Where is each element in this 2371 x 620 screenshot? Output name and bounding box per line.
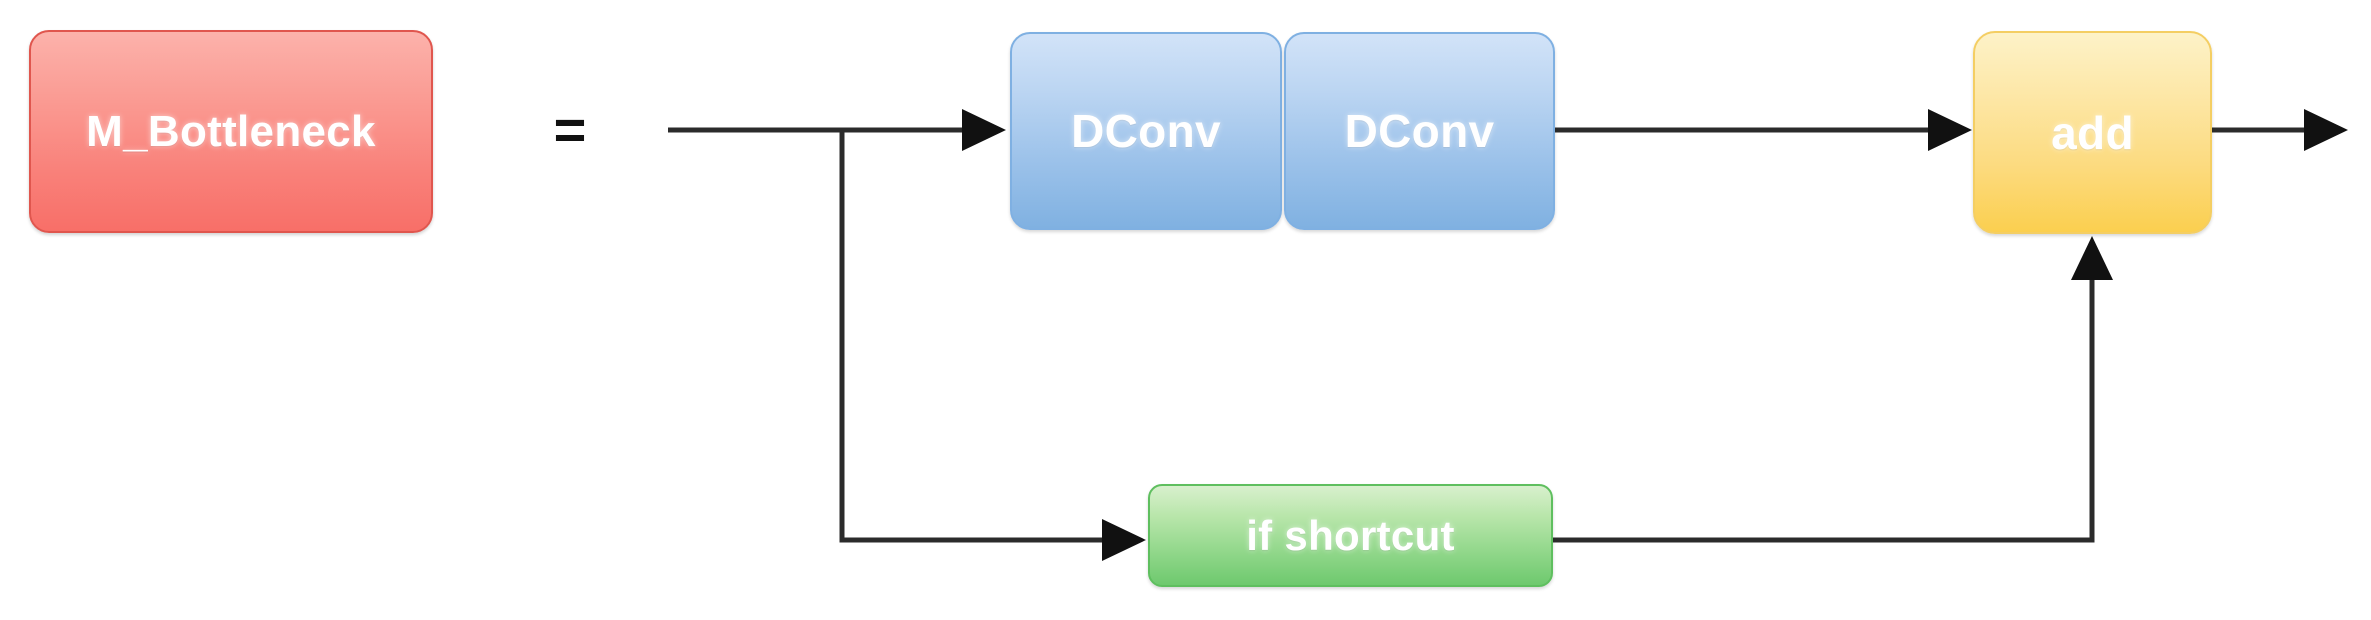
arrow-head-icon	[1928, 109, 1972, 151]
node-if-shortcut[interactable]: if shortcut	[1148, 484, 1553, 587]
node-add[interactable]: add	[1973, 31, 2212, 234]
node-dconv-1[interactable]: DConv	[1010, 32, 1282, 230]
arrow-head-icon	[1102, 519, 1146, 561]
edge-dconv2-to-add	[1555, 109, 1972, 151]
edge-input-to-dconv1	[668, 109, 1006, 151]
edge-add-to-output	[2212, 109, 2348, 151]
edge-shortcut-to-add	[1553, 236, 2113, 543]
arrow-head-icon	[962, 109, 1006, 151]
equals-sign: =	[553, 98, 587, 161]
node-m-bottleneck[interactable]: M_Bottleneck	[29, 30, 433, 233]
arrow-head-icon	[2304, 109, 2348, 151]
arrow-head-icon	[2071, 236, 2113, 280]
node-dconv-2[interactable]: DConv	[1284, 32, 1555, 230]
